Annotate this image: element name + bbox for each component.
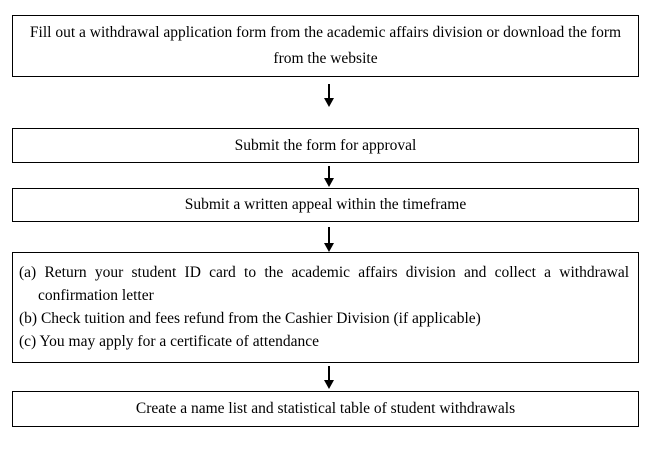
arrow-head-icon bbox=[324, 243, 334, 252]
arrow-line bbox=[328, 227, 330, 243]
checklist-item-a-text: Return your student ID card to the acade… bbox=[38, 264, 630, 304]
down-arrow bbox=[321, 366, 337, 389]
checklist-item-b-label: (b) bbox=[19, 310, 38, 327]
checklist-item-c-label: (c) bbox=[19, 333, 37, 350]
down-arrow bbox=[321, 166, 337, 187]
checklist-item-a: (a) Return your student ID card to the a… bbox=[19, 261, 629, 307]
arrow-head-icon bbox=[324, 380, 334, 389]
flow-step-create-name-list: Create a name list and statistical table… bbox=[12, 391, 639, 427]
checklist-item-b: (b) Check tuition and fees refund from t… bbox=[19, 307, 629, 330]
flow-step-return-id-checklist: (a) Return your student ID card to the a… bbox=[12, 252, 639, 363]
arrow-line bbox=[328, 366, 330, 380]
checklist-item-c: (c) You may apply for a certificate of a… bbox=[19, 330, 629, 353]
arrow-line bbox=[328, 84, 330, 98]
flow-step-written-appeal: Submit a written appeal within the timef… bbox=[12, 188, 639, 222]
flow-step-submit-form: Submit the form for approval bbox=[12, 128, 639, 163]
flow-step-written-appeal-text: Submit a written appeal within the timef… bbox=[184, 196, 467, 213]
down-arrow bbox=[321, 84, 337, 107]
arrow-line bbox=[328, 166, 330, 178]
down-arrow bbox=[321, 227, 337, 252]
checklist-item-b-text: Check tuition and fees refund from the C… bbox=[40, 310, 481, 327]
arrow-head-icon bbox=[324, 178, 334, 187]
flow-step-submit-form-text: Submit the form for approval bbox=[234, 136, 417, 154]
flow-step-fill-out-form-text: Fill out a withdrawal application form f… bbox=[29, 24, 622, 67]
checklist-item-c-text: You may apply for a certificate of atten… bbox=[39, 333, 319, 350]
checklist-item-a-label: (a) bbox=[19, 264, 37, 281]
flow-step-fill-out-form: Fill out a withdrawal application form f… bbox=[12, 15, 639, 77]
arrow-head-icon bbox=[324, 98, 334, 107]
flow-step-create-name-list-text: Create a name list and statistical table… bbox=[135, 400, 516, 417]
